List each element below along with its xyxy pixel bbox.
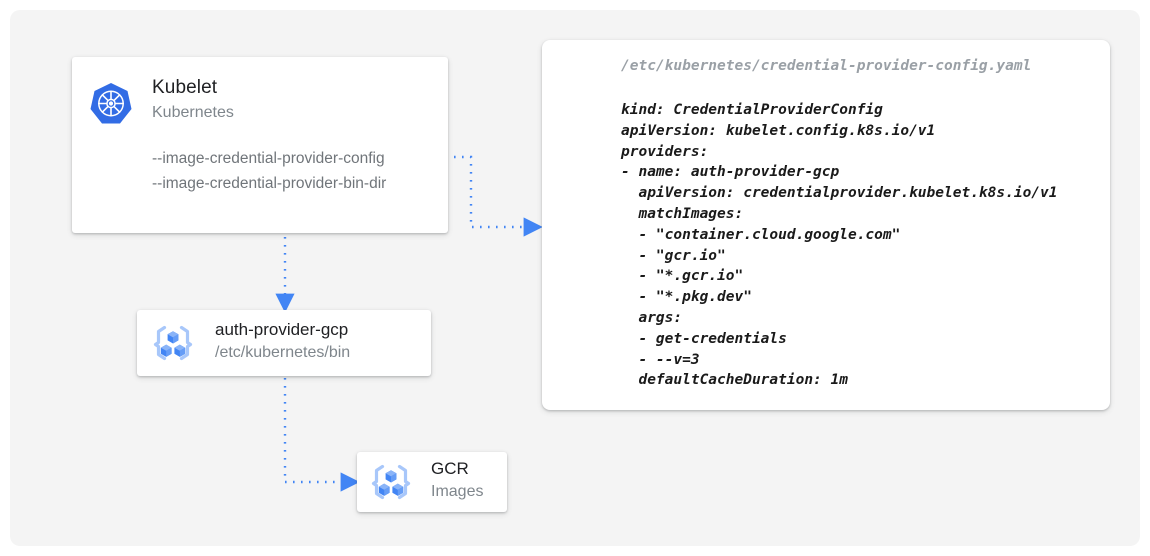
kubelet-card-subtitle: Kubernetes (152, 104, 234, 121)
kubelet-flag-list: --image-credential-provider-config --ima… (152, 146, 386, 196)
gcp-container-registry-icon (149, 319, 197, 367)
kubelet-card-title: Kubelet (152, 77, 218, 98)
auth-provider-gcp-card: auth-provider-gcp /etc/kubernetes/bin (137, 310, 431, 376)
gcr-card: GCR Images (357, 452, 507, 512)
kubelet-card: Kubelet Kubernetes --image-credential-pr… (72, 57, 448, 233)
gcp-container-registry-icon (367, 458, 415, 506)
gcr-card-title: GCR (431, 459, 469, 478)
yaml-file-path: /etc/kubernetes/credential-provider-conf… (621, 58, 1032, 74)
gcr-card-subtitle: Images (431, 483, 484, 500)
kubelet-flag-bin-dir: --image-credential-provider-bin-dir (152, 175, 387, 192)
yaml-code-block: kind: CredentialProviderConfig apiVersio… (621, 102, 1058, 389)
kubernetes-logo-icon (87, 80, 135, 128)
auth-provider-card-title: auth-provider-gcp (215, 320, 349, 339)
kubelet-flag-config: --image-credential-provider-config (152, 150, 385, 167)
yaml-config-panel: /etc/kubernetes/credential-provider-conf… (542, 40, 1110, 410)
auth-provider-card-subtitle: /etc/kubernetes/bin (215, 344, 351, 361)
